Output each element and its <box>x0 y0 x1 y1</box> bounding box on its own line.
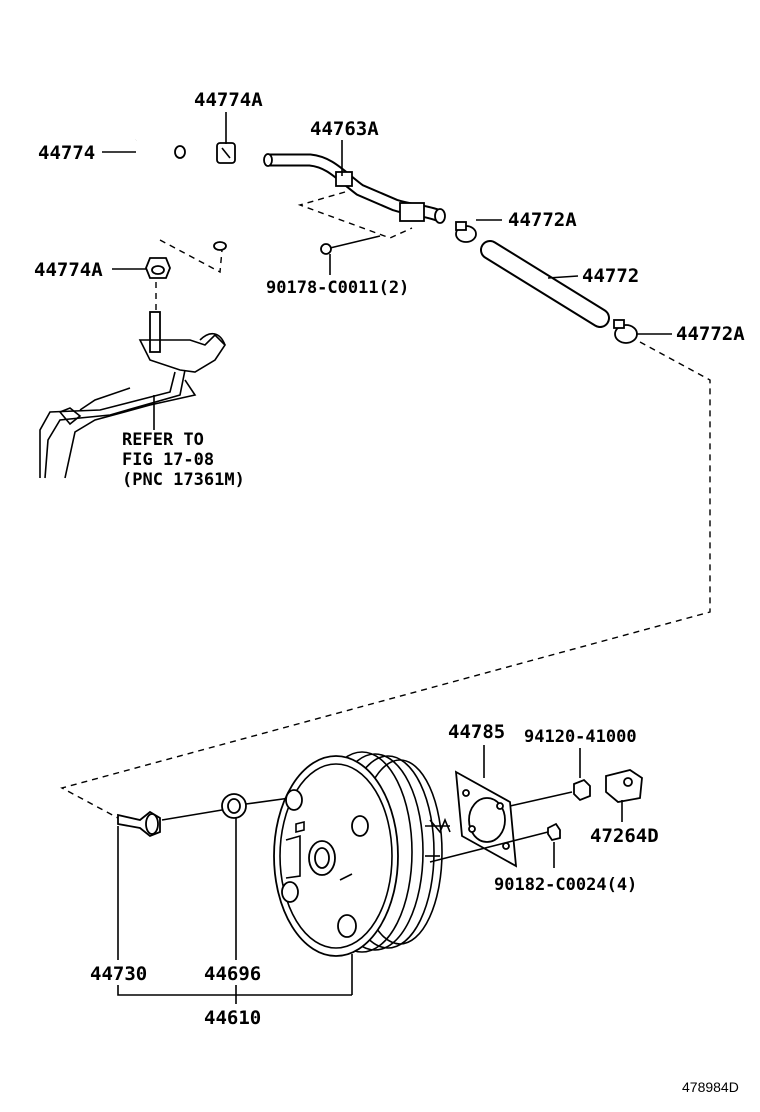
label-44774A-top: 44774A <box>194 89 263 111</box>
brake-booster-44610 <box>273 751 451 957</box>
gasket-44785 <box>454 770 518 868</box>
guide-line-nut2 <box>429 831 549 863</box>
label-44774A-left: 44774A <box>34 259 103 281</box>
label-44772A-lower: 44772A <box>676 323 745 345</box>
guide-line-nut <box>509 791 573 807</box>
refer-line-1: REFER TO <box>122 430 204 450</box>
label-44785: 44785 <box>448 721 505 743</box>
vacuum-pipe-assembly <box>39 311 227 479</box>
leader-lines <box>102 112 672 1004</box>
bolt-90178 <box>320 243 332 255</box>
label-44696: 44696 <box>204 963 261 985</box>
nut-94120 <box>573 778 591 802</box>
illustration-code: 478984D <box>682 1079 739 1095</box>
label-44774: 44774 <box>38 142 95 164</box>
label-44772A-upper: 44772A <box>508 209 577 231</box>
label-44772: 44772 <box>582 265 639 287</box>
nut-90182 <box>547 822 561 842</box>
clamp-44772A-upper <box>455 221 477 243</box>
guide-dashed-bracket <box>297 191 413 239</box>
label-90182: 90182-C0024(4) <box>494 875 637 895</box>
vacuum-hose-44763A <box>263 153 446 224</box>
label-90178: 90178-C0011(2) <box>266 278 409 298</box>
check-valve-44730 <box>117 810 161 838</box>
grommet-44696 <box>221 793 247 819</box>
guide-line-grommet <box>245 797 291 805</box>
clamp-44772A-lower <box>613 319 638 344</box>
label-44610: 44610 <box>204 1007 261 1029</box>
guide-line-valve <box>161 809 223 821</box>
guide-dashed-hose <box>159 239 223 274</box>
label-44730: 44730 <box>90 963 147 985</box>
vacuum-hose-44774 <box>132 128 237 251</box>
clip-44774A-top <box>216 142 236 164</box>
label-44763A: 44763A <box>310 118 379 140</box>
routing-dashed-line <box>60 341 711 819</box>
label-47264D: 47264D <box>590 825 659 847</box>
refer-line-3: (PNC 17361M) <box>122 470 245 490</box>
hose-44772 <box>480 240 610 328</box>
refer-line-2: FIG 17-08 <box>122 450 214 470</box>
label-94120: 94120-41000 <box>524 727 637 747</box>
guide-line-bolt <box>329 235 381 249</box>
bracket-47264D <box>605 769 643 803</box>
clip-44774A-left <box>145 257 171 279</box>
